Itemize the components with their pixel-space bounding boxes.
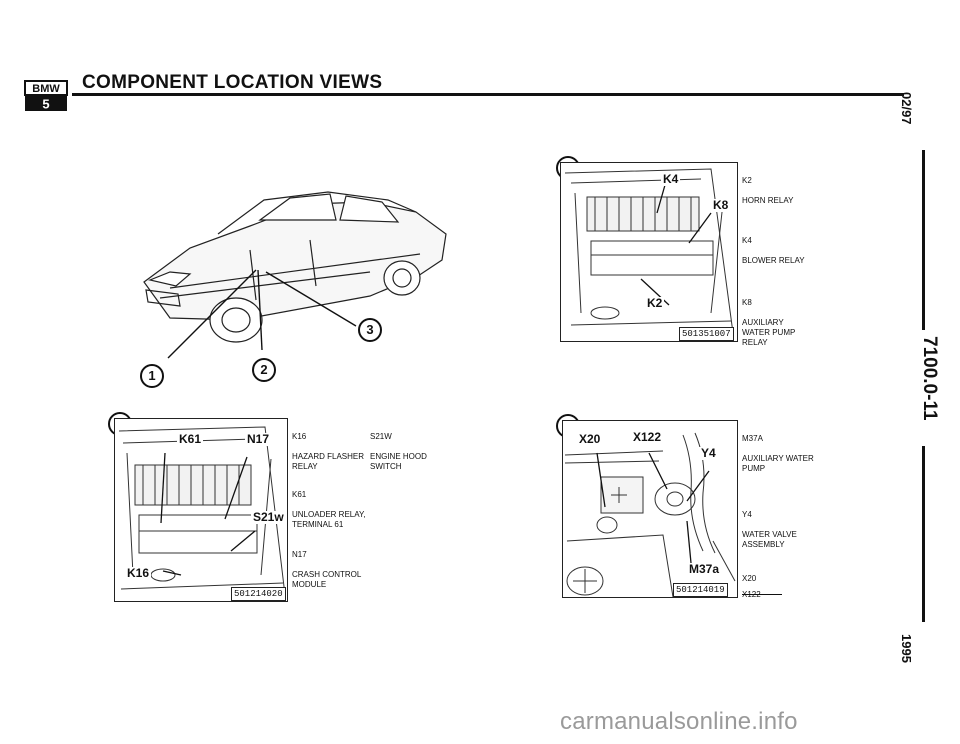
view2-legend-item: N17 CRASH CONTROL MODULE: [292, 540, 368, 590]
logo-series: 5: [42, 97, 49, 112]
legend-desc: UNLOADER RELAY, TERMINAL 61: [292, 510, 366, 529]
car-callout-1: 1: [140, 364, 164, 388]
side-rule-top: [922, 150, 925, 330]
car-callout-2: 2: [252, 358, 276, 382]
legend-desc: HAZARD FLASHER RELAY: [292, 452, 365, 471]
side-section-code: 7100.0-11: [919, 336, 940, 421]
legend-desc: BLOWER RELAY: [742, 256, 805, 265]
view3-panel: X20 X122 Y4 M37a 501214019: [562, 420, 738, 598]
side-rule-bottom: [922, 446, 925, 622]
view1-label-k8: K8: [711, 198, 731, 212]
car-callout-3: 3: [358, 318, 382, 342]
view1-part-number: 501351007: [679, 327, 734, 341]
site-watermark: carmanualsonline.info: [560, 708, 798, 735]
car-illustration: [130, 190, 450, 390]
legend-code: K16: [292, 432, 307, 441]
legend-code: K2: [742, 176, 752, 185]
header-rule: [72, 93, 904, 96]
view2-label-k16: K16: [125, 566, 152, 580]
legend-code: Y4: [742, 510, 752, 519]
view2-panel: K61 N17 S21w K16 501214020: [114, 418, 288, 602]
legend-code: K4: [742, 236, 752, 245]
legend-code: K61: [292, 490, 307, 499]
view2-legend-item: S21w ENGINE HOOD SWITCH: [370, 422, 434, 472]
page-title: COMPONENT LOCATION VIEWS: [82, 72, 383, 93]
legend-code: S21w: [370, 432, 392, 441]
view3-legend-item: Y4 WATER VALVE ASSEMBLY: [742, 500, 814, 550]
view2-label-s21w: S21w: [251, 510, 286, 524]
legend-code: M37a: [742, 434, 763, 443]
view3-label-x20: X20: [577, 432, 603, 446]
logo-text: BMW: [32, 83, 60, 95]
view2-label-n17: N17: [245, 432, 272, 446]
view1-legend-item: K4 BLOWER RELAY: [742, 226, 822, 266]
legend-desc: HORN RELAY: [742, 196, 794, 205]
legend-desc: AUXILIARY WATER PUMP: [742, 454, 814, 473]
legend-desc: AUXILIARY WATER PUMP RELAY: [742, 318, 796, 347]
view2-legend-item: K16 HAZARD FLASHER RELAY: [292, 422, 364, 472]
view3-legend-item: X20: [742, 564, 782, 595]
view1-panel: K4 K8 K2 501351007: [560, 162, 738, 342]
legend-code: K8: [742, 298, 752, 307]
view2-part-number: 501214020: [231, 587, 286, 601]
view3-label-x122: X122: [631, 430, 664, 444]
view3-label-y4: Y4: [699, 446, 718, 460]
view3-part-number: 501214019: [673, 583, 728, 597]
legend-desc: WATER VALVE ASSEMBLY: [742, 530, 797, 549]
view1-label-k2: K2: [645, 296, 665, 310]
view1-legend-item: K8 AUXILIARY WATER PUMP RELAY: [742, 288, 812, 348]
view1-legend-item: K2 HORN RELAY: [742, 166, 822, 206]
view1-label-k4: K4: [661, 172, 681, 186]
side-date: 02/97: [899, 92, 914, 125]
view2-legend-item: K61 UNLOADER RELAY, TERMINAL 61: [292, 480, 372, 530]
view3-label-m37a: M37a: [687, 562, 722, 576]
view3-legend-item: M37a AUXILIARY WATER PUMP: [742, 424, 822, 474]
bmw-5-logo: BMW 5: [24, 80, 68, 112]
legend-code: N17: [292, 550, 307, 559]
view3-legend-item: X122: [742, 580, 782, 610]
legend-code: X122: [742, 590, 761, 599]
side-year: 1995: [899, 634, 914, 663]
legend-desc: ENGINE HOOD SWITCH: [370, 452, 427, 471]
legend-code: X20: [742, 574, 757, 583]
legend-desc: CRASH CONTROL MODULE: [292, 570, 362, 589]
view2-label-k61: K61: [177, 432, 204, 446]
